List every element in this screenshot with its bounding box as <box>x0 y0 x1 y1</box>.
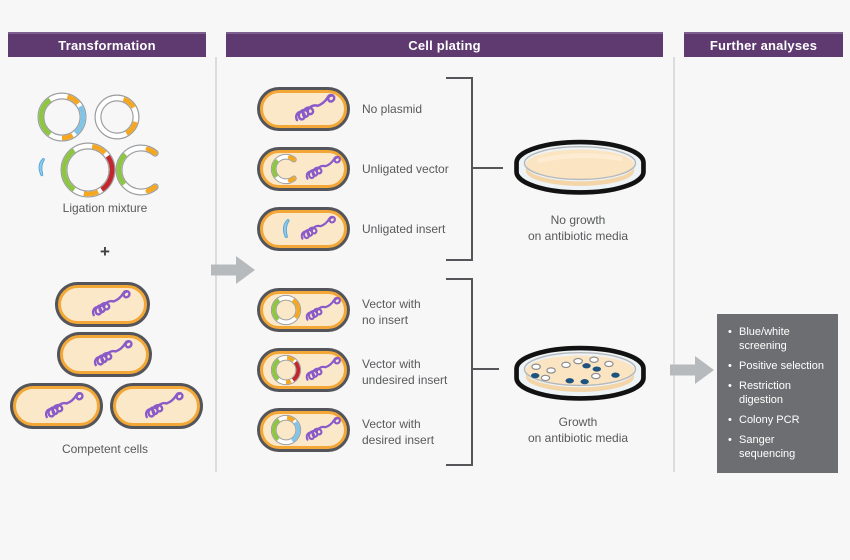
header-cell-plating: Cell plating <box>226 32 663 57</box>
arrow-right-icon <box>211 256 255 284</box>
petri-dish-no-growth <box>514 139 646 195</box>
vector-desired-insert-plasmid-icon <box>268 412 304 448</box>
plasmid-vector-icon <box>94 94 140 140</box>
chromosomal-dna-icon <box>305 296 341 321</box>
chromosomal-dna-icon <box>91 290 131 317</box>
arrow-right-icon <box>670 356 714 384</box>
petri-dish-growth <box>514 345 646 401</box>
chromosomal-dna-icon <box>300 215 336 240</box>
bacterium-vector-desired-insert <box>260 411 347 449</box>
chromosomal-dna-icon <box>305 416 341 441</box>
plus-sign: + <box>100 242 110 261</box>
white-colonies <box>531 356 614 382</box>
chromosomal-dna-icon <box>305 155 341 180</box>
analysis-list: Blue/white screening Positive selection … <box>727 325 833 461</box>
label-vector-undesired-insert: Vector with undesired insert <box>362 357 448 387</box>
open-vector-plasmid-icon <box>268 151 304 187</box>
further-analyses-box: Blue/white screening Positive selection … <box>717 314 838 473</box>
label-vector-desired-insert: Vector with desired insert <box>362 417 435 447</box>
ligation-mixture-label: Ligation mixture <box>62 201 148 215</box>
label-no-plasmid: No plasmid <box>362 102 423 116</box>
chromosomal-dna-icon <box>44 391 84 418</box>
analysis-item-positive-selection: Positive selection <box>727 359 833 373</box>
plasmid-open-vector-icon <box>115 144 159 196</box>
growth-bracket-tick <box>471 368 499 370</box>
label-unligated-insert: Unligated insert <box>362 222 446 236</box>
header-transformation: Transformation <box>8 32 206 57</box>
plasmid-undesired-icon <box>60 142 116 198</box>
header-further-analyses: Further analyses <box>684 32 843 57</box>
column-divider-2 <box>673 57 675 472</box>
no-growth-caption: No growth on antibiotic media <box>527 213 629 243</box>
chromosomal-dna-icon <box>144 391 184 418</box>
chromosomal-dna-icon <box>294 93 336 122</box>
analysis-item-sanger-sequencing: Sanger sequencing <box>727 433 833 461</box>
blue-colonies <box>531 363 620 385</box>
insert-fragment-icon <box>283 218 290 238</box>
competent-cell <box>13 386 100 426</box>
competent-cell <box>113 386 200 426</box>
analysis-item-blue-white-screening: Blue/white screening <box>727 325 833 353</box>
bacterium-vector-undesired-insert <box>260 351 347 389</box>
competent-cells-label: Competent cells <box>61 442 149 456</box>
no-growth-bracket-tick <box>471 167 503 169</box>
label-vector-no-insert: Vector with no insert <box>362 297 421 327</box>
insert-fragment-icon <box>38 158 45 177</box>
bacterium-unligated-insert <box>260 210 347 248</box>
chromosomal-dna-icon <box>93 340 133 367</box>
no-growth-group-bracket <box>446 77 473 261</box>
growth-caption: Growth on antibiotic media <box>527 415 629 445</box>
competent-cell <box>60 335 149 374</box>
label-unligated-vector: Unligated vector <box>362 162 449 176</box>
bacterium-vector-no-insert <box>260 291 347 329</box>
bacterium-no-plasmid <box>260 90 347 128</box>
vector-undesired-insert-plasmid-icon <box>268 352 304 388</box>
chromosomal-dna-icon <box>305 356 341 381</box>
vector-no-insert-plasmid-icon <box>268 292 304 328</box>
bacterium-unligated-vector <box>260 150 347 188</box>
growth-group-bracket <box>446 278 473 466</box>
analysis-item-restriction-digestion: Restriction digestion <box>727 379 833 407</box>
competent-cell <box>58 285 147 324</box>
analysis-item-colony-pcr: Colony PCR <box>727 413 833 427</box>
plasmid-ligated-icon <box>37 92 87 142</box>
ligation-mixture-illustration <box>37 92 159 198</box>
